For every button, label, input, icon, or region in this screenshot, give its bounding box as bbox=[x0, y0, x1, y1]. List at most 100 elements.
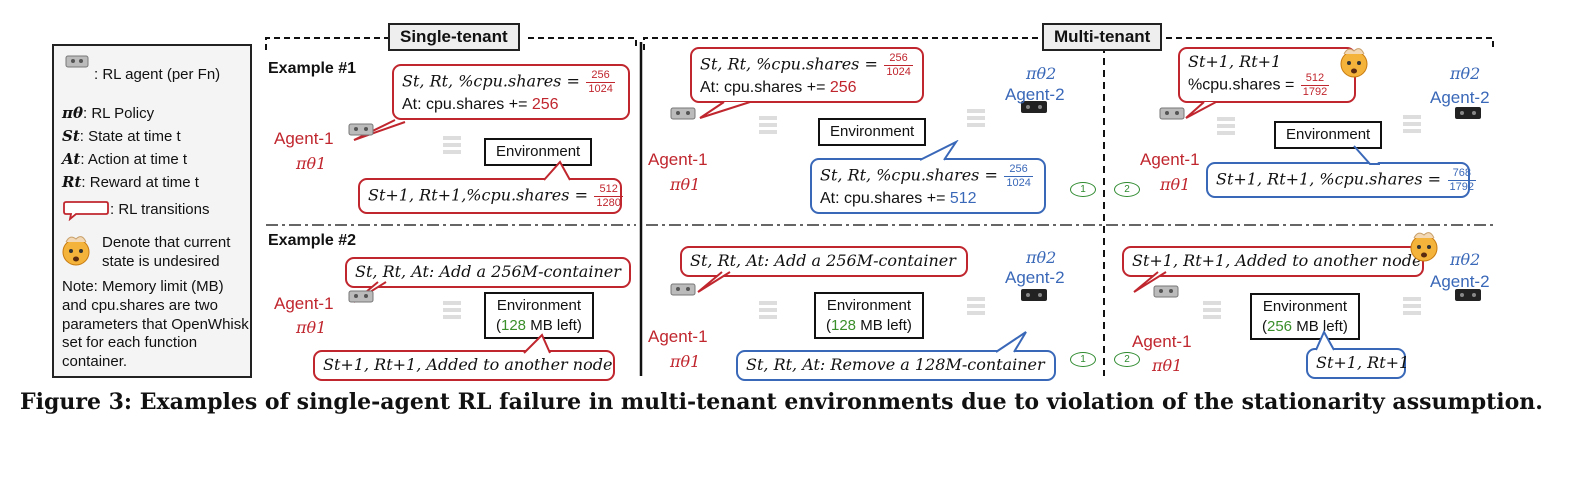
memory-value: 256 bbox=[1267, 317, 1293, 335]
fraction-numerator: 256 bbox=[1004, 163, 1033, 177]
robot-agent-icon bbox=[348, 123, 374, 136]
action-symbol: At bbox=[62, 150, 81, 168]
memory-value: 128 bbox=[831, 316, 857, 334]
bubble-text: %cpu.shares = bbox=[1188, 76, 1295, 94]
environment-label: Environment bbox=[826, 297, 912, 314]
legend-state-row: St: State at time t bbox=[62, 127, 181, 147]
container-stack-icon bbox=[1203, 301, 1221, 319]
memory-suffix: MB left) bbox=[530, 316, 582, 334]
bubble-text: St, Rt, At: Add a 256M-container bbox=[355, 262, 621, 281]
agent-1-label: Agent-1 bbox=[1132, 332, 1192, 351]
agent-1-label: Agent-1 bbox=[648, 327, 708, 346]
multi-ex2-undesired-bubble: St+1, Rt+1, Added to another node bbox=[1122, 246, 1424, 277]
policy-text: : RL Policy bbox=[82, 105, 155, 122]
bubble-tail bbox=[699, 101, 751, 119]
bubble-action: At: cpu.shares += bbox=[820, 190, 950, 208]
bubble-text: St, Rt, At: Remove a 128M-container bbox=[746, 355, 1045, 374]
single-ex2-top-bubble: St, Rt, At: Add a 256M-container bbox=[345, 257, 631, 288]
legend-undesired-row bbox=[58, 232, 94, 274]
example-2-label: Example #2 bbox=[268, 232, 357, 249]
policy-1-label: πθ1 bbox=[1152, 356, 1183, 375]
agent-1-label: Agent-1 bbox=[648, 150, 708, 169]
environment-box: Environment bbox=[818, 118, 927, 146]
step-1-marker: 1 bbox=[1070, 352, 1096, 367]
fraction-denominator: 1024 bbox=[1006, 176, 1031, 189]
legend-policy-row: πθ: RL Policy bbox=[62, 104, 154, 124]
bubble-action-value: 512 bbox=[949, 190, 977, 208]
policy-1-label: πθ1 bbox=[296, 154, 327, 173]
legend-action-row: At: Action at time t bbox=[62, 150, 187, 170]
multi-ex2-red-bubble: St, Rt, At: Add a 256M-container bbox=[680, 246, 968, 277]
environment-memory: (128 MB left) bbox=[496, 316, 582, 334]
robot-agent-2-icon bbox=[1021, 101, 1047, 113]
robot-agent-icon bbox=[1153, 285, 1179, 298]
bubble-text: St+1, Rt+1, Added to another node bbox=[323, 355, 613, 374]
container-stack-icon bbox=[967, 297, 985, 315]
multi-tenant-label: Multi-tenant bbox=[1042, 23, 1163, 51]
single-tenant-label: Single-tenant bbox=[388, 23, 520, 51]
fraction-numerator: 512 bbox=[594, 183, 623, 197]
example-1-label: Example #1 bbox=[268, 60, 357, 77]
environment-memory: (256 MB left) bbox=[1262, 317, 1348, 335]
container-stack-icon bbox=[1403, 297, 1421, 315]
environment-memory: (128 MB left) bbox=[826, 316, 912, 334]
reward-symbol: Rt bbox=[62, 173, 82, 191]
speech-bubble-icon bbox=[63, 201, 109, 222]
legend-reward-row: Rt: Reward at time t bbox=[62, 173, 199, 193]
figure-caption: Figure 3: Examples of single-agent RL fa… bbox=[20, 389, 1543, 415]
exploding-head-emoji-icon bbox=[1340, 48, 1368, 78]
bubble-tail bbox=[919, 140, 959, 161]
agent-2-label: Agent-2 bbox=[1430, 272, 1490, 291]
environment-box: Environment (128 MB left) bbox=[814, 292, 924, 339]
agent-1-label: Agent-1 bbox=[274, 129, 334, 148]
policy-2-label: πθ2 bbox=[1026, 248, 1057, 267]
container-stack-icon bbox=[1217, 117, 1235, 135]
bubble-state: St+1, Rt+1 bbox=[1188, 52, 1282, 71]
policy-1-label: πθ1 bbox=[670, 352, 701, 371]
memory-suffix: MB left) bbox=[860, 316, 912, 334]
container-stack-icon bbox=[1403, 115, 1421, 133]
multi-ex2-right-blue-bubble: St+1, Rt+1 bbox=[1306, 348, 1409, 379]
fraction-numerator: 768 bbox=[1447, 167, 1476, 181]
bubble-tail bbox=[543, 160, 571, 181]
legend-note: Note: Memory limit (MB) and cpu.shares a… bbox=[62, 278, 249, 370]
bubble-text: St, Rt, %cpu.shares = bbox=[820, 165, 998, 185]
bubble-action-value: 256 bbox=[531, 96, 559, 114]
robot-agent-icon bbox=[348, 290, 374, 303]
bubble-text: St+1, Rt+1, Added to another node bbox=[1132, 251, 1422, 270]
bubble-text: St+1, Rt+1,%cpu.shares = bbox=[368, 185, 588, 205]
container-stack-icon bbox=[759, 301, 777, 319]
action-text: : Action at time t bbox=[80, 151, 188, 168]
container-stack-icon bbox=[967, 109, 985, 127]
state-text: : State at time t bbox=[79, 128, 181, 145]
step-2-marker: 2 bbox=[1114, 352, 1140, 367]
bubble-tail bbox=[1133, 271, 1167, 293]
legend-agent-row bbox=[62, 52, 92, 71]
robot-agent-2-icon bbox=[1021, 289, 1047, 301]
fraction-denominator: 1024 bbox=[588, 82, 613, 95]
bubble-tail bbox=[995, 331, 1027, 353]
robot-agent-icon bbox=[1159, 107, 1185, 120]
legend-box: : RL agent (per Fn) πθ: RL Policy St: St… bbox=[52, 44, 252, 378]
policy-1-label: πθ1 bbox=[296, 318, 327, 337]
step-1-marker: 1 bbox=[1070, 182, 1096, 197]
robot-agent-icon bbox=[670, 283, 696, 296]
bubble-text: St, Rt, At: Add a 256M-container bbox=[690, 251, 956, 270]
container-stack-icon bbox=[759, 116, 777, 134]
environment-box: Environment (128 MB left) bbox=[484, 292, 594, 339]
environment-box: Environment bbox=[1274, 121, 1383, 149]
fraction-numerator: 512 bbox=[1300, 72, 1330, 86]
container-stack-icon bbox=[443, 301, 461, 319]
policy-2-label: πθ2 bbox=[1450, 250, 1481, 269]
memory-suffix: MB left) bbox=[1296, 317, 1348, 335]
fraction-denominator: 1024 bbox=[886, 65, 911, 78]
container-stack-icon bbox=[443, 136, 461, 154]
